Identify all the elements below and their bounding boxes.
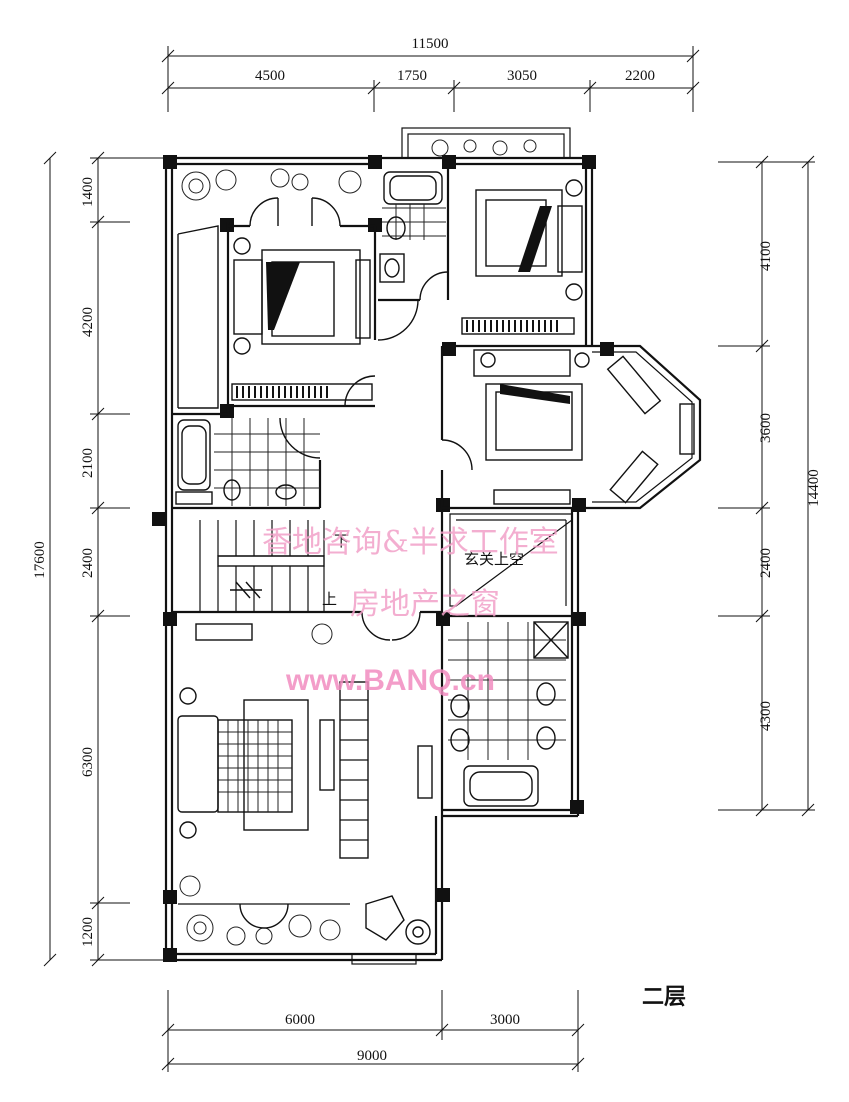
right-dimensions: 4100 3600 2400 4300 14400 [718, 155, 822, 817]
floor-label: 二层 [642, 985, 686, 1010]
dim-right-seg-4: 4300 [758, 701, 774, 731]
bath-left-middle [175, 417, 321, 506]
left-dimensions: 17600 1400 4200 2100 2400 6300 1200 [32, 151, 165, 967]
dim-left-total: 17600 [32, 541, 48, 579]
watermark: 香地咨询&半求工作室 房地产之窗 www.BANQ.cn [262, 525, 559, 697]
watermark-line-3: www.BANQ.cn [285, 664, 495, 697]
upper-left-balcony [181, 168, 362, 227]
dim-bottom-seg-2: 3000 [490, 1012, 520, 1028]
dim-top-seg-1: 4500 [255, 68, 285, 84]
top-dimensions: 11500 4500 1750 3050 2200 [161, 36, 700, 112]
dim-left-seg-2: 4200 [80, 307, 96, 337]
bedroom-middle-right [441, 349, 695, 505]
bottom-dimensions: 6000 3000 9000 [161, 990, 585, 1072]
foyer-void-label: 玄关上空 [464, 550, 524, 568]
dim-right-seg-2: 3600 [758, 413, 774, 443]
bath-bottom-right [448, 621, 579, 807]
dim-bottom-seg-1: 6000 [285, 1012, 315, 1028]
dim-right-seg-3: 2400 [758, 548, 774, 578]
exterior-walls [164, 156, 702, 962]
staircase: 下 上 [199, 520, 349, 612]
left-wardrobe [177, 225, 219, 409]
dim-right-seg-1: 4100 [758, 241, 774, 271]
dim-top-total: 11500 [412, 36, 449, 52]
interior-walls [172, 164, 586, 810]
dim-left-seg-5: 6300 [80, 747, 96, 777]
stair-up-label: 上 [322, 590, 337, 608]
bedroom-upper-right [461, 179, 583, 335]
bath-top-middle [377, 171, 449, 341]
dim-left-seg-3: 2100 [80, 448, 96, 478]
bedroom-upper-left [231, 237, 376, 407]
dim-left-seg-1: 1400 [80, 177, 96, 207]
dim-right-total: 14400 [806, 469, 822, 507]
watermark-line-2: 房地产之窗 [350, 587, 500, 622]
dim-left-seg-4: 2400 [80, 548, 96, 578]
dim-top-seg-2: 1750 [397, 68, 427, 84]
foyer-void: 玄关上空 [449, 513, 573, 607]
dim-bottom-total: 9000 [357, 1048, 387, 1064]
dim-left-seg-6: 1200 [80, 917, 96, 947]
wardrobe-hanger-upper-left [231, 383, 373, 401]
stair-down-label: 下 [334, 532, 349, 550]
watermark-line-1: 香地咨询&半求工作室 [262, 525, 559, 560]
bedroom-bottom-left [177, 611, 433, 897]
dim-top-seg-4: 2200 [625, 68, 655, 84]
bottom-balcony [178, 895, 431, 965]
top-balcony [401, 127, 571, 159]
dim-top-seg-3: 3050 [507, 68, 537, 84]
